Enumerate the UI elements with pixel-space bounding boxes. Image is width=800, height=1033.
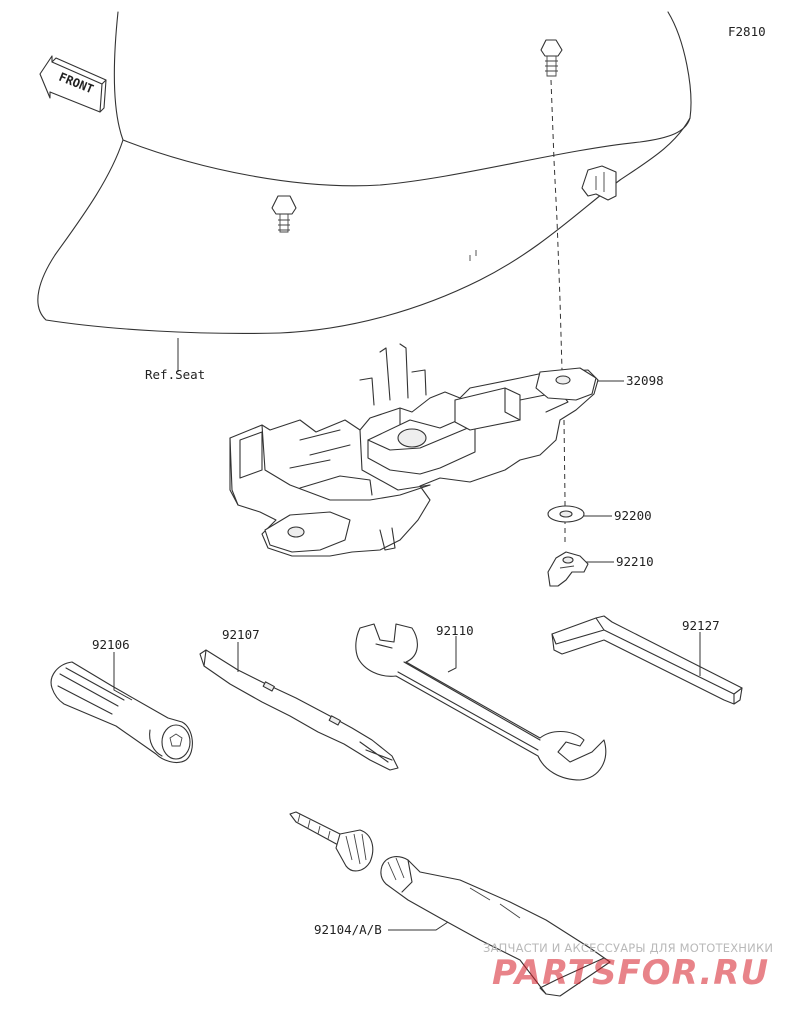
label-92110: 92110	[436, 623, 474, 638]
grease-nozzle	[289, 811, 374, 872]
tool-tray	[229, 343, 599, 557]
front-arrow: FRONT	[39, 55, 107, 113]
wrench-92110	[355, 623, 607, 781]
seat-outline	[37, 11, 692, 334]
leader-92106	[113, 652, 133, 701]
label-92210: 92210	[616, 554, 654, 569]
wing-nut-92210	[547, 551, 589, 587]
washer-92200	[547, 505, 585, 523]
figure-code: F2810	[728, 24, 766, 39]
hex-key-92127	[551, 615, 743, 705]
label-92107: 92107	[222, 627, 260, 642]
leader-92110	[447, 636, 457, 673]
grease-tube	[380, 856, 611, 997]
top-bolt	[540, 39, 563, 371]
watermark-brand: PARTSFOR.RU	[492, 953, 770, 993]
watermark-tagline: ЗАПЧАСТИ И АКСЕССУАРЫ ДЛЯ МОТОТЕХНИКИ	[483, 941, 774, 955]
label-ref-seat: Ref.Seat	[145, 367, 206, 382]
leader-92104	[388, 921, 449, 931]
label-32098: 32098	[626, 373, 664, 388]
label-92200: 92200	[614, 508, 652, 523]
label-92104: 92104/A/B	[314, 922, 382, 937]
label-92106: 92106	[92, 637, 130, 652]
tool-handle-92106	[50, 661, 193, 763]
label-92127: 92127	[682, 618, 720, 633]
screwdriver-92107	[199, 649, 399, 771]
fastener-axis	[563, 419, 566, 545]
